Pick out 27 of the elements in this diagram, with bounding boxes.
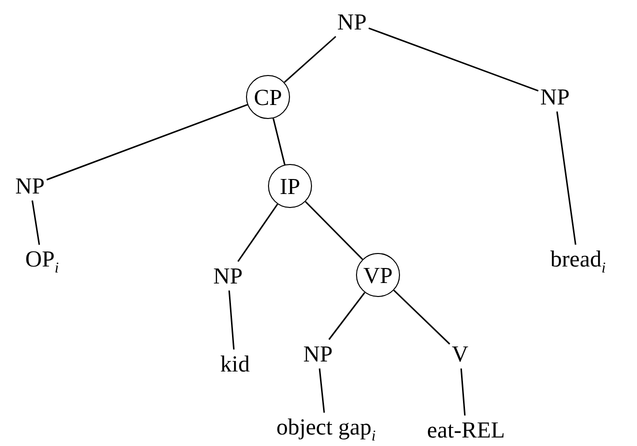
node-label: object gap$_{i}$ <box>276 416 376 444</box>
tree-branch <box>272 118 286 165</box>
node-label: NP <box>337 10 367 34</box>
tree-branch <box>393 290 450 345</box>
node-label: NP <box>540 86 570 108</box>
node-label: kid <box>220 352 250 376</box>
node-label: bread$_{i}$ <box>550 248 606 276</box>
tree-branch <box>32 200 40 245</box>
node-label: NP <box>213 264 243 288</box>
node-label: NP <box>303 342 333 366</box>
tree-branch <box>368 27 539 92</box>
circled-node: VP <box>356 253 400 297</box>
node-label: eat-REL <box>427 418 505 442</box>
tree-branch <box>460 368 466 416</box>
tree-branch <box>237 204 278 262</box>
circled-node: IP <box>268 164 312 208</box>
tree-branch <box>46 104 248 180</box>
tree-branch <box>304 201 364 260</box>
node-label: V <box>452 342 468 366</box>
tree-branch <box>328 292 366 340</box>
node-label: NP <box>15 174 45 198</box>
tree-branch <box>318 368 325 413</box>
tree-branch <box>284 36 336 83</box>
tree-branch <box>228 290 235 350</box>
node-label: OP$_{i}$ <box>25 248 59 276</box>
circled-node: CP <box>246 75 290 119</box>
tree-branch <box>556 111 576 245</box>
